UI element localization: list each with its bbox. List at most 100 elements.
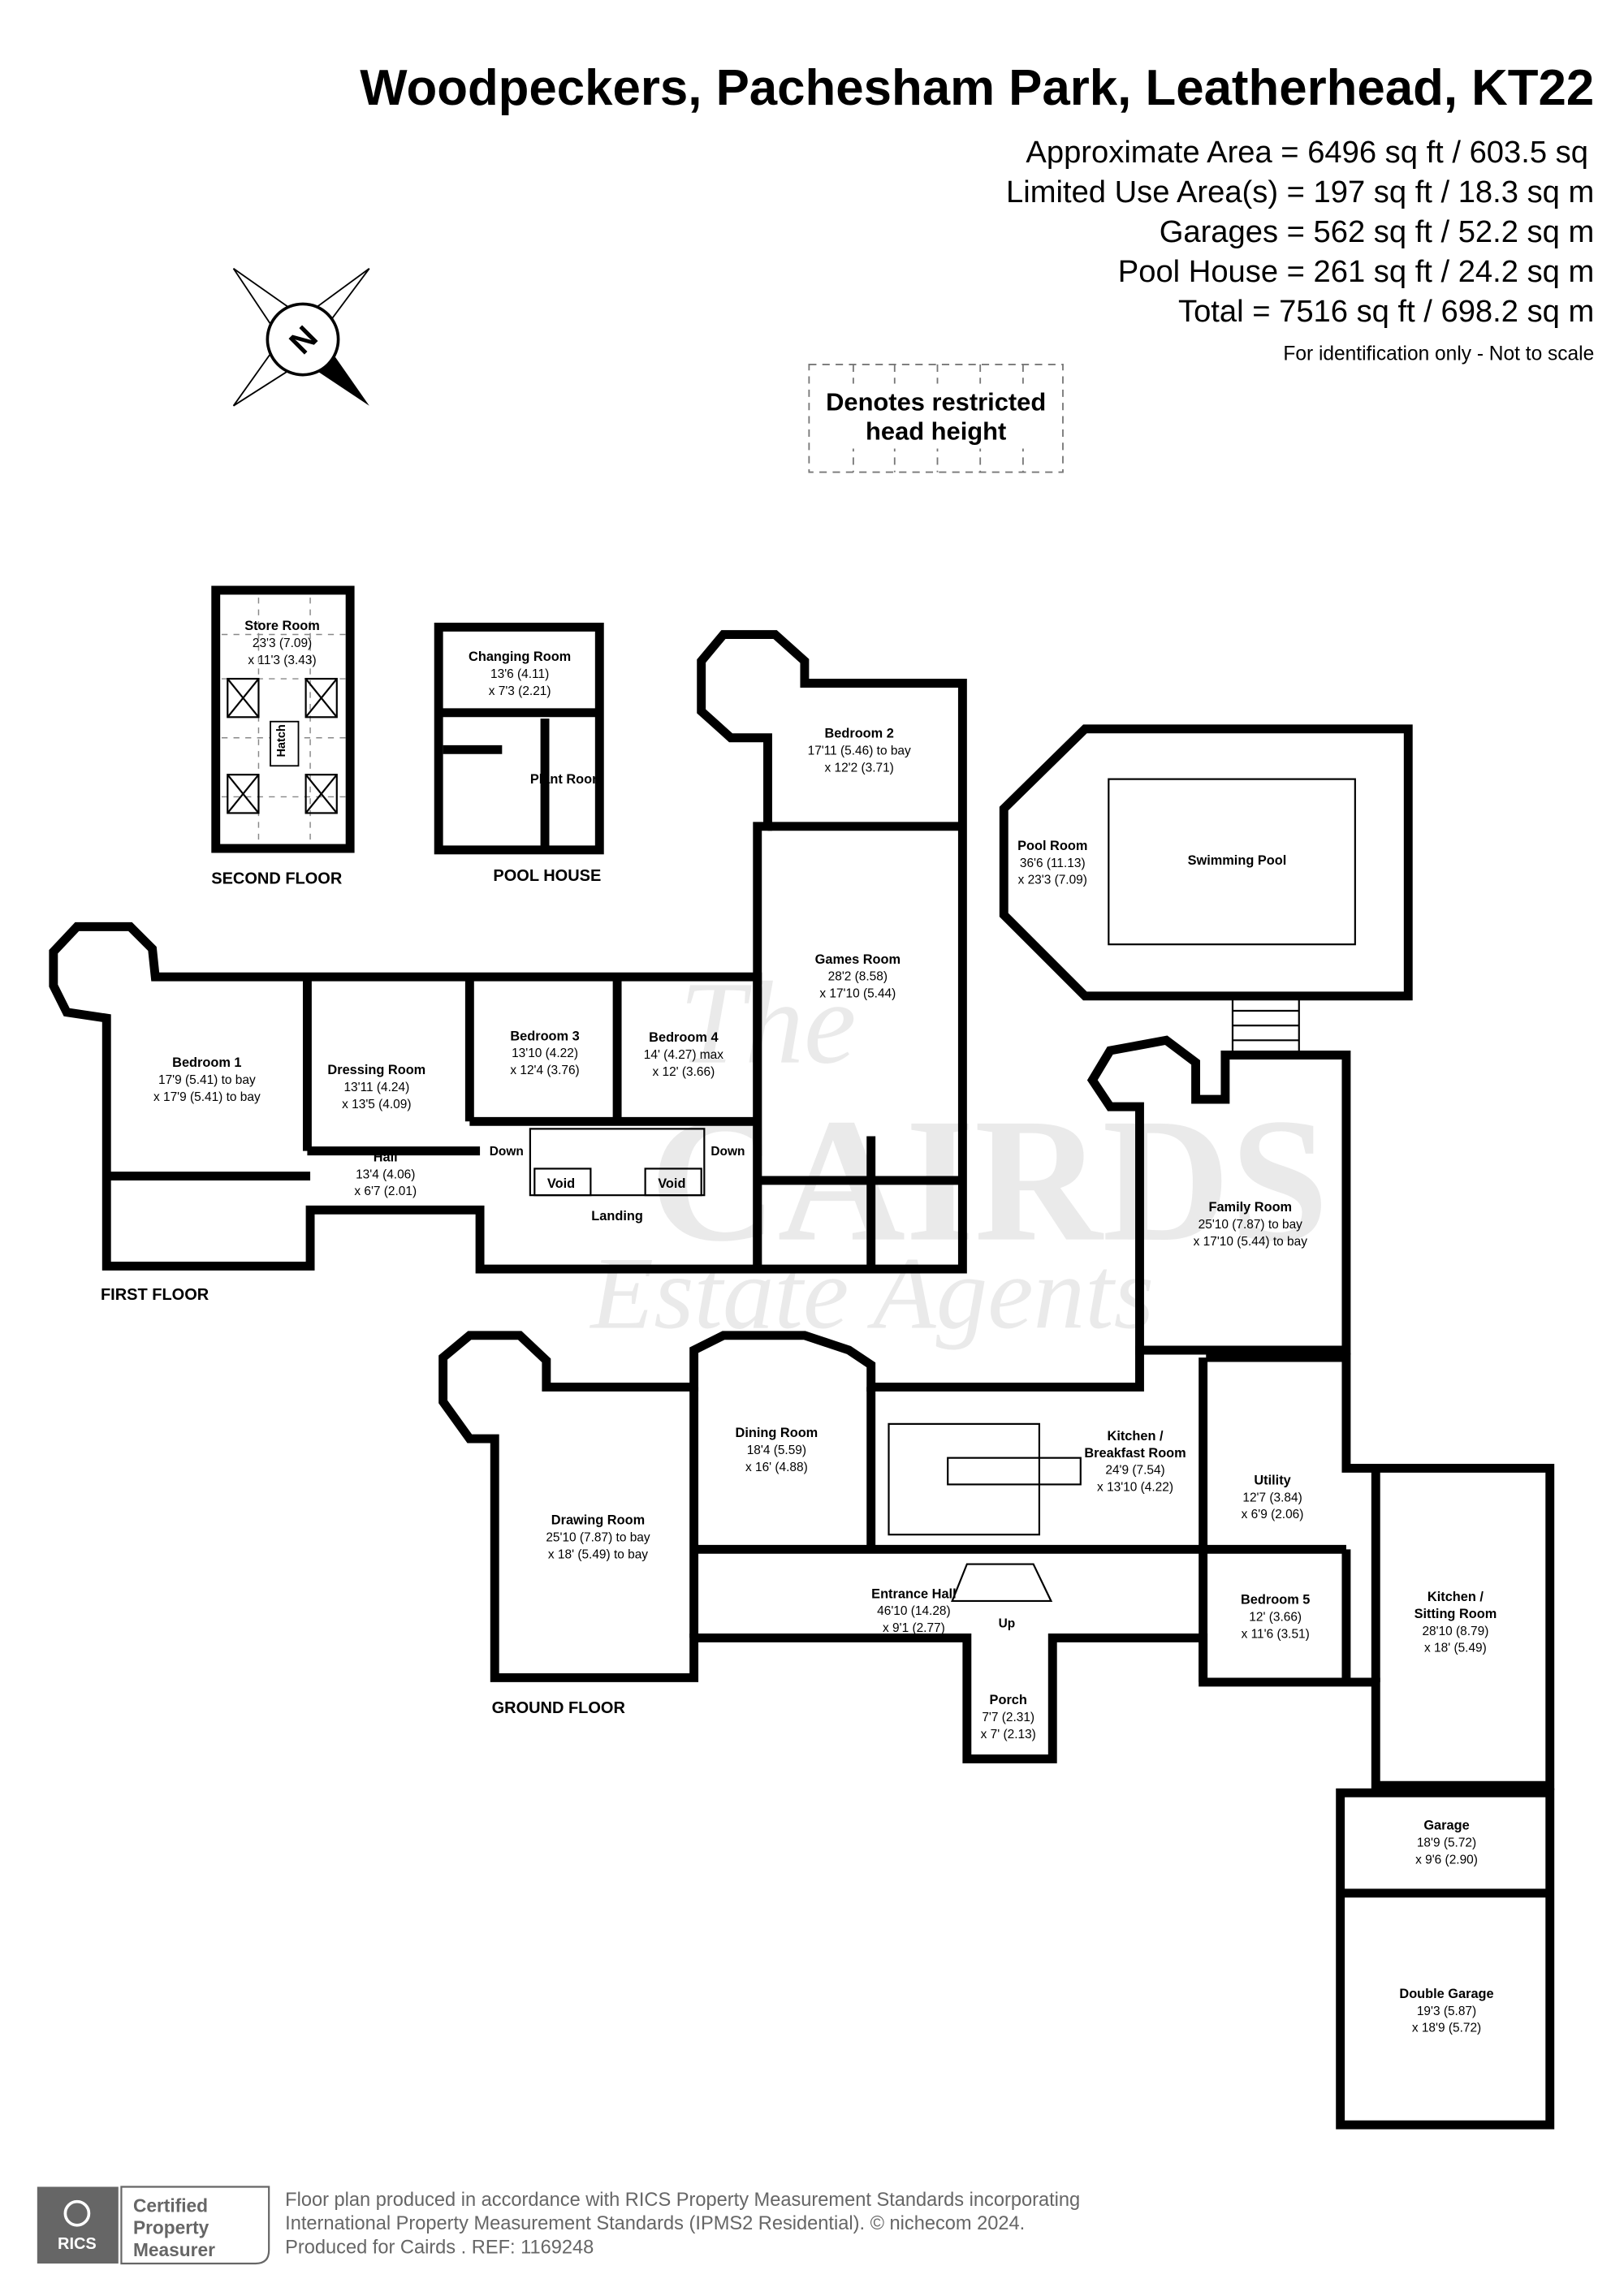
room-name-double-garage: Double Garage bbox=[1399, 1987, 1493, 2001]
room-name-garage: Garage bbox=[1423, 1819, 1469, 1833]
stairs-down-label: Down bbox=[490, 1145, 524, 1159]
room-dimension: 46'10 (14.28) bbox=[877, 1604, 951, 1618]
room-name-kitchen: Kitchen / bbox=[1108, 1429, 1164, 1444]
property-title: Woodpeckers, Pachesham Park, Leatherhead… bbox=[360, 60, 1594, 116]
legend-line-2: head height bbox=[866, 417, 1006, 446]
room-dimension: 28'2 (8.58) bbox=[828, 970, 888, 984]
room-name-store-room: Store Room bbox=[244, 619, 320, 633]
room-name-bedroom-3: Bedroom 3 bbox=[510, 1029, 579, 1043]
room-dimension: x 17'9 (5.41) to bay bbox=[153, 1090, 261, 1104]
room-name-swimming-pool: Swimming Pool bbox=[1188, 853, 1287, 868]
floor-label-ground: GROUND FLOOR bbox=[492, 1699, 626, 1717]
void-label: Void bbox=[547, 1176, 575, 1191]
room-dimension: 18'9 (5.72) bbox=[1417, 1836, 1476, 1850]
skylight-icon bbox=[227, 677, 338, 814]
room-name-hall: Hall bbox=[374, 1150, 398, 1164]
room-dimension: 13'10 (4.22) bbox=[512, 1047, 578, 1060]
room-dimension: 36'6 (11.13) bbox=[1020, 857, 1086, 870]
footer-line-3: Produced for Cairds . REF: 1169248 bbox=[285, 2237, 594, 2258]
badge-line: Measurer bbox=[133, 2239, 215, 2260]
void-label: Void bbox=[658, 1176, 685, 1191]
room-name-utility: Utility bbox=[1254, 1473, 1290, 1487]
stairs-down-label: Down bbox=[710, 1145, 745, 1159]
ground-floor-plan: Up bbox=[438, 1331, 1555, 2130]
room-name-changing-room: Changing Room bbox=[469, 650, 571, 664]
room-name-drawing-room: Drawing Room bbox=[551, 1513, 645, 1527]
legend-line-1: Denotes restricted bbox=[826, 387, 1046, 416]
room-dimension: 25'10 (7.87) to bay bbox=[1199, 1218, 1303, 1232]
room-name-continued: Sitting Room bbox=[1415, 1607, 1497, 1621]
area-approximate: Approximate Area = 6496 sq ft / 603.5 sq bbox=[1026, 135, 1588, 170]
room-dimension: 24'9 (7.54) bbox=[1105, 1464, 1164, 1478]
area-limited-use: Limited Use Area(s) = 197 sq ft / 18.3 s… bbox=[1006, 175, 1594, 209]
room-dimension: 19'3 (5.87) bbox=[1417, 2005, 1476, 2018]
room-dimension: x 18' (5.49) bbox=[1424, 1642, 1487, 1655]
area-garages: Garages = 562 sq ft / 52.2 sq m bbox=[1160, 214, 1595, 249]
games-wing-plan bbox=[697, 630, 967, 1274]
badge-line: Certified bbox=[133, 2195, 208, 2216]
room-name-bedroom-2: Bedroom 2 bbox=[824, 727, 893, 741]
compass-icon: N bbox=[232, 268, 370, 407]
area-pool-house: Pool House = 261 sq ft / 24.2 sq m bbox=[1118, 254, 1594, 289]
room-dimension: x 13'5 (4.09) bbox=[342, 1098, 411, 1111]
room-dimension: 13'4 (4.06) bbox=[356, 1167, 415, 1181]
restricted-height-legend: Denotes restricted head height bbox=[808, 364, 1064, 473]
room-name-bedroom-4: Bedroom 4 bbox=[649, 1030, 718, 1045]
room-name-pool-room: Pool Room bbox=[1017, 839, 1087, 853]
room-name-porch: Porch bbox=[990, 1693, 1027, 1707]
room-name-kitchen: Kitchen / bbox=[1427, 1590, 1484, 1604]
room-dimension: x 16' (4.88) bbox=[745, 1461, 808, 1474]
room-dimension: 23'3 (7.09) bbox=[253, 637, 312, 650]
room-dimension: x 12'2 (3.71) bbox=[824, 762, 893, 775]
area-total: Total = 7516 sq ft / 698.2 sq m bbox=[1178, 294, 1594, 329]
room-name-games-room: Games Room bbox=[815, 952, 901, 967]
room-dimension: x 9'6 (2.90) bbox=[1415, 1853, 1478, 1867]
room-dimension: x 13'10 (4.22) bbox=[1097, 1481, 1173, 1495]
room-dimension: 18'4 (5.59) bbox=[747, 1444, 806, 1457]
first-floor-plan: Void Void Down Down bbox=[49, 921, 762, 1274]
floor-label-pool-house: POOL HOUSE bbox=[493, 867, 601, 885]
room-dimension: x 17'10 (5.44) bbox=[819, 987, 896, 1001]
pool-house-plan bbox=[434, 622, 604, 855]
room-dimension: 12' (3.66) bbox=[1249, 1611, 1302, 1625]
floor-label-second: SECOND FLOOR bbox=[211, 870, 343, 888]
room-name-plant-room: Plant Room bbox=[530, 772, 604, 787]
room-dimension: x 18'9 (5.72) bbox=[1412, 2022, 1481, 2035]
room-dimension: x 23'3 (7.09) bbox=[1018, 874, 1087, 887]
room-dimension: 17'9 (5.41) to bay bbox=[158, 1073, 256, 1087]
hatch-label: Hatch bbox=[275, 724, 288, 757]
room-dimension: x 17'10 (5.44) to bay bbox=[1194, 1235, 1308, 1249]
room-dimension: 13'6 (4.11) bbox=[490, 667, 549, 681]
room-name-continued: Breakfast Room bbox=[1084, 1446, 1186, 1461]
pool-room-plan bbox=[999, 724, 1413, 1056]
room-dimension: x 9'1 (2.77) bbox=[883, 1621, 945, 1635]
room-name-bedroom-1: Bedroom 1 bbox=[172, 1055, 241, 1070]
room-dimension: 14' (4.27) max bbox=[644, 1048, 723, 1062]
room-name-family-room: Family Room bbox=[1208, 1200, 1292, 1215]
room-dimension: 12'7 (3.84) bbox=[1242, 1491, 1302, 1504]
rics-badge: RICS Certified Property Measurer bbox=[37, 2186, 270, 2265]
room-name-bedroom-5: Bedroom 5 bbox=[1241, 1593, 1310, 1608]
room-name-entrance-hall: Entrance Hall bbox=[871, 1586, 956, 1601]
room-name-dressing-room: Dressing Room bbox=[327, 1063, 425, 1077]
disclaimer: For identification only - Not to scale bbox=[1283, 343, 1594, 365]
room-name-dining-room: Dining Room bbox=[736, 1426, 818, 1440]
room-dimension: 25'10 (7.87) to bay bbox=[546, 1530, 650, 1544]
stairs-up-label: Up bbox=[999, 1617, 1016, 1631]
room-dimension: 28'10 (8.79) bbox=[1422, 1625, 1488, 1638]
room-name-landing: Landing bbox=[591, 1209, 643, 1224]
second-floor-plan: Hatch bbox=[211, 585, 355, 853]
watermark-logo: The CAIRDS Estate Agents bbox=[589, 958, 1328, 1351]
room-dimension: 7'7 (2.31) bbox=[982, 1711, 1034, 1724]
rics-logo-text: RICS bbox=[58, 2235, 97, 2253]
badge-line: Property bbox=[133, 2217, 209, 2238]
room-dimension: x 18' (5.49) to bay bbox=[548, 1547, 648, 1561]
footer-line-1: Floor plan produced in accordance with R… bbox=[285, 2190, 1080, 2211]
room-dimension: x 7'3 (2.21) bbox=[489, 684, 551, 698]
footer-line-2: International Property Measurement Stand… bbox=[285, 2213, 1025, 2234]
room-dimension: x 6'9 (2.06) bbox=[1242, 1508, 1304, 1521]
room-dimension: 17'11 (5.46) to bay bbox=[808, 744, 911, 758]
room-dimension: x 11'6 (3.51) bbox=[1242, 1627, 1310, 1641]
